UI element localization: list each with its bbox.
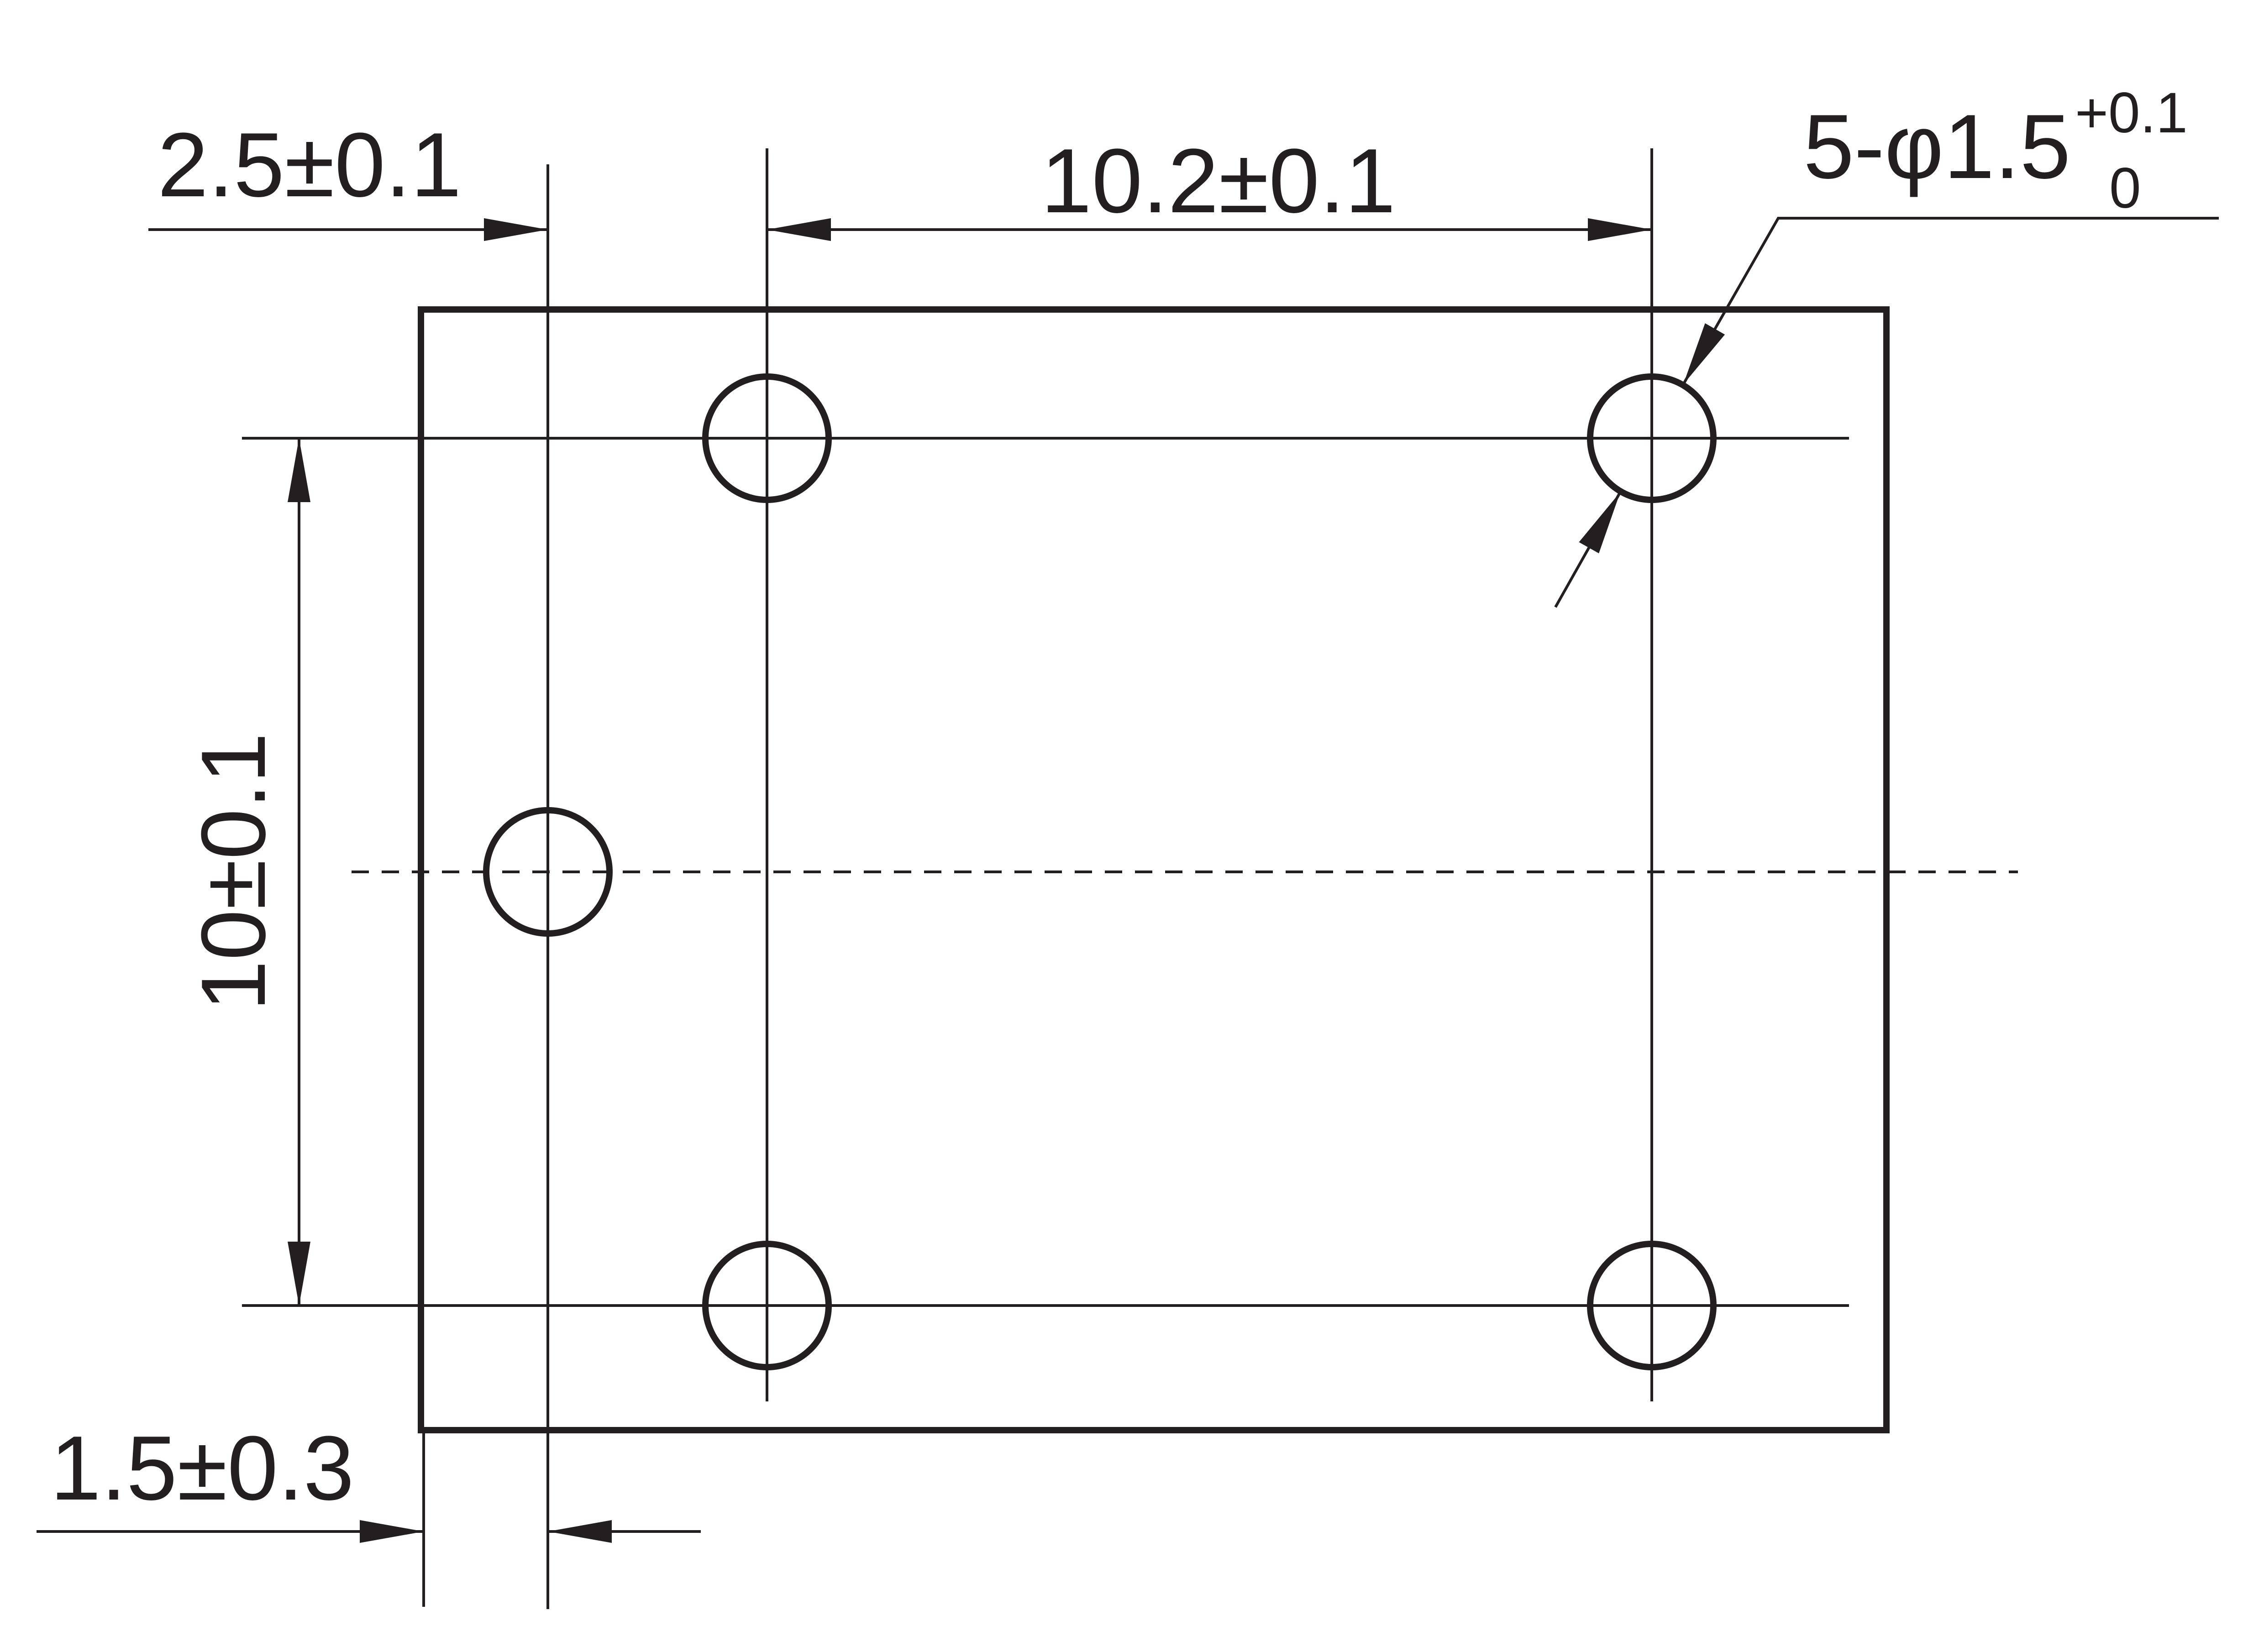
hole-callout-label: 5-φ1.5 [1803,96,2071,198]
hole-bottom-right [1587,1241,1717,1370]
hole-callout-leader-lower [1554,491,1622,608]
dimension-lines [37,217,2219,1543]
hole-middle-left [483,807,613,937]
hole-callout-upper-tolerance: +0.1 [2075,81,2188,145]
component-outline [418,306,1890,1433]
hole-top-left [702,373,832,503]
hole-top-right [1587,373,1717,503]
hole-bottom-left [702,1241,832,1370]
hole-callout-leader [1682,217,2219,385]
hole-callout-lower-tolerance: 0 [2109,157,2141,220]
dim-edge-offset-label: 1.5±0.3 [50,1417,354,1519]
dim-left-offset-label: 2.5±0.1 [158,114,462,216]
dim-horizontal-spacing-label: 10.2±0.1 [1041,130,1396,232]
center-lines [242,148,2018,1609]
holes [483,373,1717,1370]
dim-vertical-spacing-label: 10±0.1 [183,733,284,1011]
